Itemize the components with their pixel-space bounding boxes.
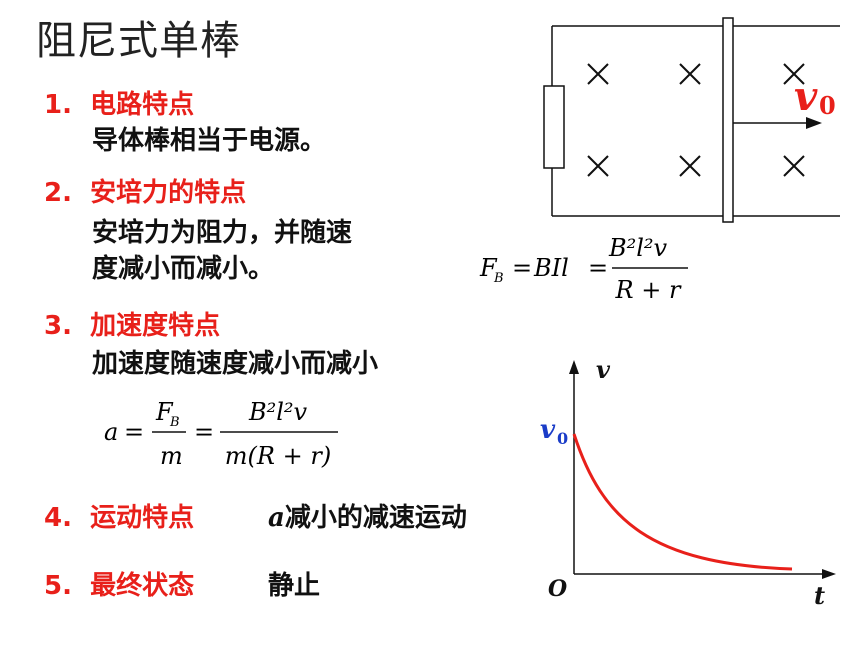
field-x-icon xyxy=(587,155,609,177)
item-4-heading: 4. 运动特点 xyxy=(44,497,194,534)
circuit-velocity-label: v xyxy=(794,73,818,120)
circuit-velocity-sub: 0 xyxy=(819,91,836,120)
velocity-arrow-head xyxy=(806,117,822,129)
item-4-text: 减小的减速运动 xyxy=(284,503,467,533)
field-x-icon xyxy=(679,155,701,177)
force-eq-1: = xyxy=(512,254,532,282)
force-lhs: F xyxy=(479,254,498,282)
item-5-desc: 静止 xyxy=(268,571,321,601)
item-2-number: 2. xyxy=(44,178,72,208)
force-denominator: R + r xyxy=(615,276,682,304)
item-3-title: 加速度特点 xyxy=(90,311,221,341)
item-1-desc: 导体棒相当于电源。 xyxy=(92,126,327,156)
item-3-heading: 3. 加速度特点 xyxy=(44,305,220,342)
y0-label: v xyxy=(540,415,556,445)
accel-num1-sub: B xyxy=(169,415,180,430)
y0-sub: 0 xyxy=(557,429,568,448)
item-1-heading: 1. 电路特点 xyxy=(44,84,194,121)
x-axis-arrow xyxy=(822,569,836,579)
accel-eq-1: = xyxy=(124,418,144,446)
force-numerator: B²l²v xyxy=(608,234,668,262)
velocity-curve xyxy=(572,433,793,571)
item-4-number: 4. xyxy=(44,503,72,533)
field-x-icon xyxy=(587,63,609,85)
x-axis-label: t xyxy=(814,581,825,610)
item-1-title: 电路特点 xyxy=(90,90,195,120)
item-4-title: 运动特点 xyxy=(90,503,195,533)
field-x-icon xyxy=(783,63,805,85)
force-mid: BIl xyxy=(533,254,569,282)
field-x-icon xyxy=(783,155,805,177)
magnetic-field-markers xyxy=(587,63,805,177)
y-axis-label: v xyxy=(596,355,611,384)
accel-den1: m xyxy=(160,442,183,470)
item-4-variable: a xyxy=(268,503,285,533)
y-axis-arrow xyxy=(569,360,579,374)
item-2-heading: 2. 安培力的特点 xyxy=(44,172,246,209)
field-x-icon xyxy=(679,63,701,85)
accel-den2: m(R + r) xyxy=(225,442,331,470)
conducting-rod xyxy=(722,17,734,223)
item-3-desc: 加速度随速度减小而减小 xyxy=(92,349,379,379)
item-5-number: 5. xyxy=(44,571,72,601)
accel-formula: a = F B m = B²l²v m(R + r) xyxy=(104,398,338,470)
item-5-title: 最终状态 xyxy=(90,571,195,601)
item-5-heading: 5. 最终状态 xyxy=(44,565,194,602)
origin-label: O xyxy=(548,576,567,602)
force-lhs-sub: B xyxy=(493,271,504,286)
accel-lhs: a xyxy=(104,418,118,446)
item-3-number: 3. xyxy=(44,311,72,341)
item-1-number: 1. xyxy=(44,90,72,120)
accel-eq-2: = xyxy=(194,418,214,446)
circuit-diagram: v 0 xyxy=(543,17,840,223)
accel-num1: F xyxy=(155,398,174,426)
force-eq-2: = xyxy=(588,254,608,282)
resistor xyxy=(543,85,565,169)
force-formula: F B = BIl = B²l²v R + r xyxy=(479,234,688,304)
item-2-desc-line-1: 安培力为阻力，并随速 xyxy=(92,218,353,248)
accel-num2: B²l²v xyxy=(248,398,308,426)
item-2-desc-line-2: 度减小而减小。 xyxy=(92,254,275,284)
item-2-title: 安培力的特点 xyxy=(90,178,247,208)
item-4-desc: a减小的减速运动 xyxy=(268,497,467,534)
page-title: 阻尼式单棒 xyxy=(36,18,241,64)
velocity-time-graph: v t O v 0 xyxy=(540,355,836,610)
